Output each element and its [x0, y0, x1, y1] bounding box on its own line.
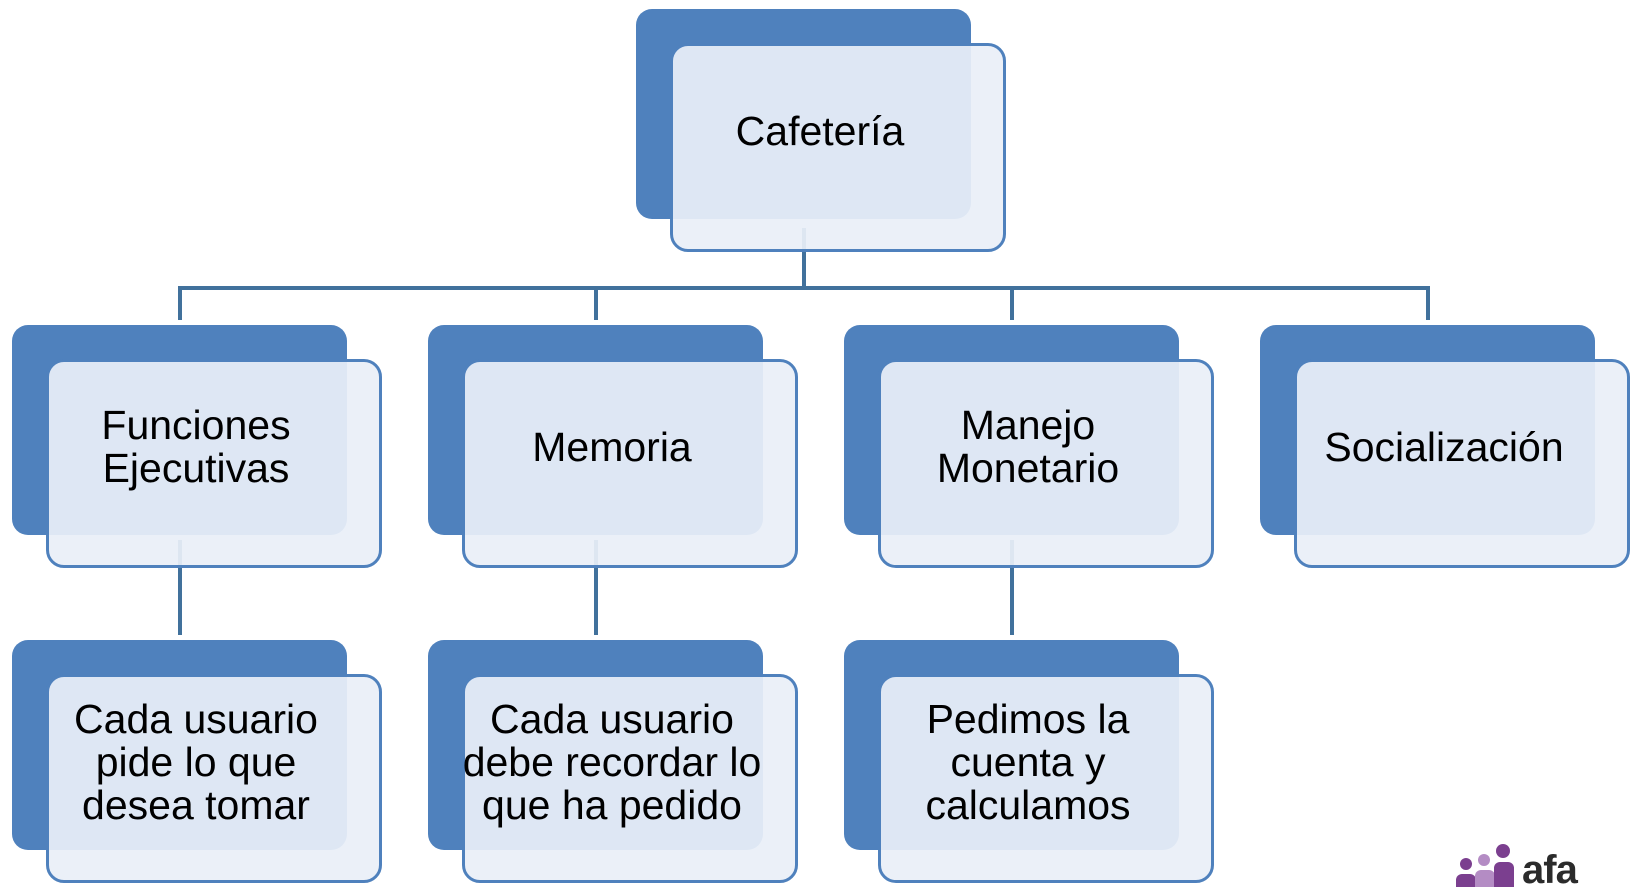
connector-to-memoria	[594, 286, 598, 320]
node-detail-manejo: Pedimos la cuenta y calculamos	[844, 640, 1214, 883]
logo-person-body	[1494, 862, 1514, 887]
node-label: Cada usuario pide lo que desea tomar	[74, 695, 318, 828]
connector-root-down	[802, 228, 806, 290]
node-front	[878, 359, 1214, 568]
connector-horizontal	[178, 286, 1430, 290]
node-label: Memoria	[532, 423, 692, 470]
node-label: Socialización	[1324, 423, 1564, 470]
logo-person-icon	[1460, 858, 1472, 870]
node-front	[46, 674, 382, 883]
node-front	[462, 359, 798, 568]
node-socializacion: Socialización	[1260, 325, 1630, 568]
logo-person-icon	[1478, 854, 1490, 866]
logo-person-body	[1475, 870, 1495, 887]
connector-memoria-detail	[594, 540, 598, 635]
node-detail-memoria: Cada usuario debe recordar lo que ha ped…	[428, 640, 798, 883]
node-cafeteria: Cafetería	[636, 9, 1006, 252]
node-memoria: Memoria	[428, 325, 798, 568]
node-front	[462, 674, 798, 883]
node-funciones-ejecutivas: Funciones Ejecutivas	[12, 325, 382, 568]
node-front	[878, 674, 1214, 883]
node-label: Cada usuario debe recordar lo que ha ped…	[462, 695, 762, 828]
afa-logo: afa	[1446, 838, 1642, 887]
node-label: Funciones Ejecutivas	[101, 402, 291, 491]
node-label: Pedimos la cuenta y calculamos	[925, 695, 1131, 828]
node-label: Manejo Monetario	[936, 402, 1120, 491]
node-front	[670, 43, 1006, 252]
node-front	[46, 359, 382, 568]
node-label: Cafetería	[735, 107, 905, 154]
node-manejo-monetario: Manejo Monetario	[844, 325, 1214, 568]
logo-person-icon	[1496, 844, 1510, 858]
node-detail-funciones: Cada usuario pide lo que desea tomar	[12, 640, 382, 883]
connector-to-manejo	[1010, 286, 1014, 320]
connector-to-socializacion	[1426, 286, 1430, 320]
logo-person-body	[1456, 874, 1476, 887]
node-front	[1294, 359, 1630, 568]
connector-funciones-detail	[178, 540, 182, 635]
logo-text: afa	[1522, 848, 1578, 887]
connector-manejo-detail	[1010, 540, 1014, 635]
connector-to-funciones	[178, 286, 182, 320]
